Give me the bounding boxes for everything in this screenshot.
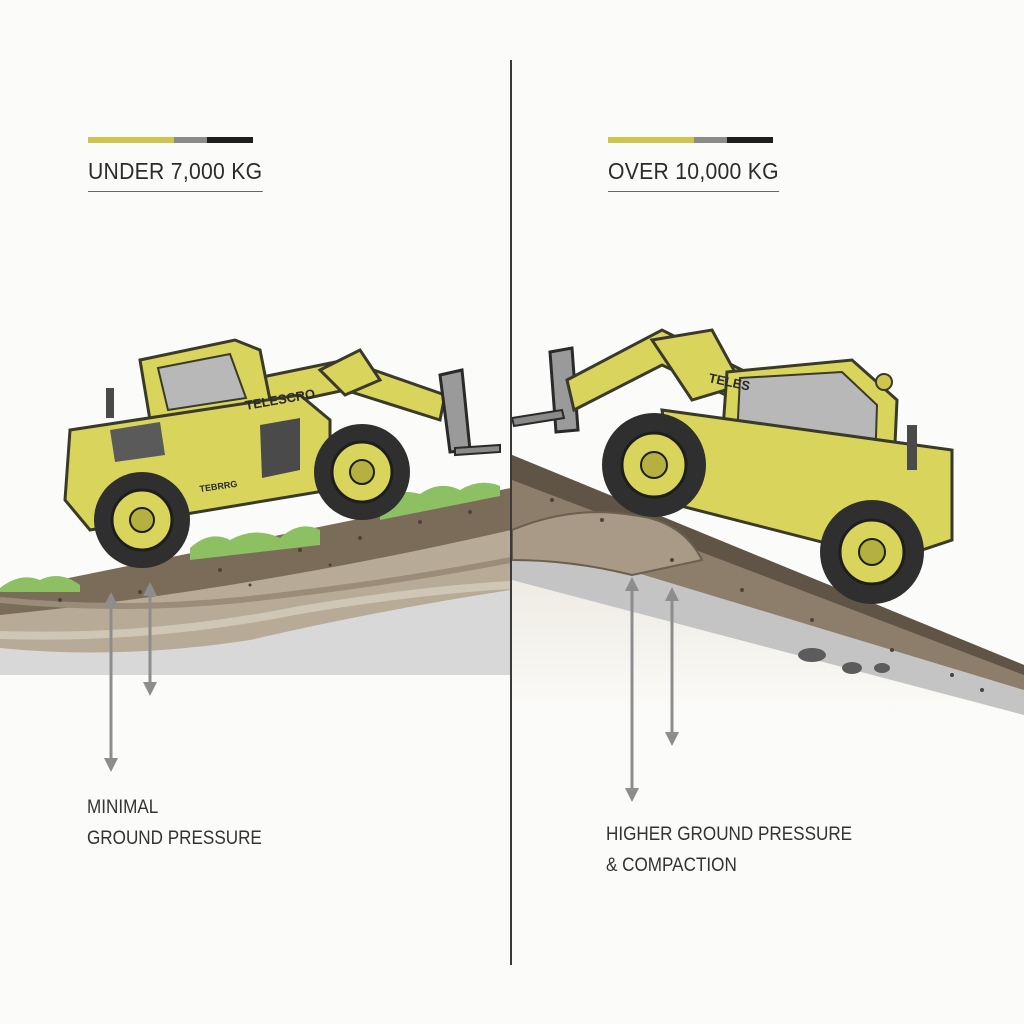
right-caption: HIGHER GROUND PRESSURE & COMPACTION — [606, 819, 852, 881]
panel-divider — [510, 60, 512, 965]
right-pressure-arrows — [625, 577, 679, 802]
left-accent-bar — [88, 137, 253, 143]
left-heading: UNDER 7,000 KG — [88, 158, 263, 192]
right-caption-line1: HIGHER GROUND PRESSURE — [606, 824, 853, 845]
left-telehandler: TELESCRO TEBRRG — [63, 338, 501, 568]
left-soil-layers — [0, 488, 511, 675]
right-panel-heavy-machine: OVER 10,000 KG — [512, 0, 1024, 1024]
left-front-wheel — [314, 424, 410, 520]
right-rear-wheel — [602, 413, 706, 517]
left-caption: MINIMAL GROUND PRESSURE — [87, 792, 262, 854]
left-rear-wheel — [94, 472, 190, 568]
right-telehandler-illustration: TELES — [512, 328, 1024, 802]
right-telehandler: TELES — [512, 328, 954, 604]
left-telehandler-illustration: TELESCRO TEBRRG — [0, 338, 511, 772]
right-accent-bar — [608, 137, 773, 143]
right-caption-line2: & COMPACTION — [606, 855, 737, 876]
left-pressure-arrows — [104, 582, 157, 772]
right-heading: OVER 10,000 KG — [608, 158, 779, 192]
right-front-wheel — [820, 500, 924, 604]
left-panel-light-machine: UNDER 7,000 KG — [0, 0, 511, 1024]
left-caption-line2: GROUND PRESSURE — [87, 828, 262, 849]
left-caption-line1: MINIMAL — [87, 797, 159, 818]
left-grass — [0, 482, 500, 592]
